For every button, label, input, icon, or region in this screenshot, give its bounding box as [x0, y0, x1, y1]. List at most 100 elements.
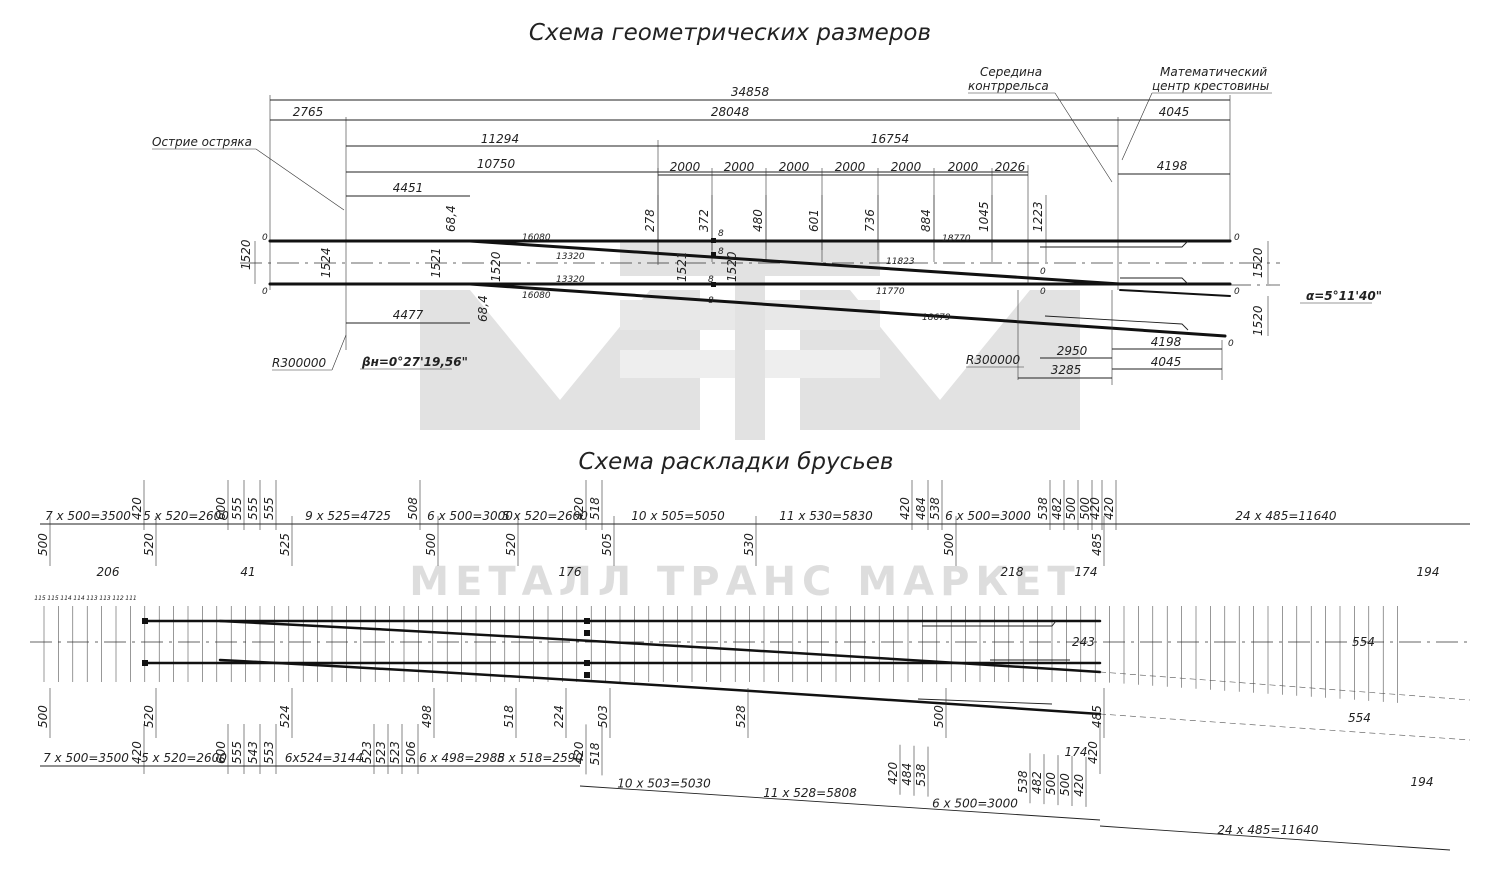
dim-2000: 2000 [724, 160, 755, 174]
group-dim-label: 6 x 500=3000 [945, 509, 1031, 523]
small-dim-label: 176 [559, 565, 582, 579]
single-dim-label: 420 [886, 762, 900, 785]
single-dim-label: 500 [1064, 497, 1078, 520]
dim-total: 34858 [731, 85, 770, 99]
single-dim-label: 500 [1044, 772, 1058, 795]
dim-3285: 3285 [1051, 363, 1082, 377]
single-dim-label: 523 [360, 741, 374, 764]
group-dim-label: 7 x 500=3500 [45, 509, 131, 523]
mark-243: 243 [1072, 635, 1095, 649]
single-dim-label: 543 [246, 741, 260, 764]
tie-number: 113 [86, 595, 98, 602]
single-dim-label: 500 [1078, 497, 1092, 520]
group-dim-label: 6x524=3144 [285, 751, 363, 765]
gauge-1520b: 1520 [725, 251, 739, 282]
zero-mark: 0 [1040, 267, 1046, 277]
group-dim-label: 5 x 520=2600 [143, 509, 229, 523]
single-dim-label: 420 [898, 497, 912, 520]
single-dim-label: 523 [374, 741, 388, 764]
single-dim-label: 506 [404, 741, 418, 764]
single-dim-label: 538 [928, 497, 942, 520]
single-dim-label: 500 [1058, 773, 1072, 796]
single-dim-label: 523 [388, 741, 402, 764]
rail-label: 18770 [942, 234, 971, 244]
gauge-offset-top: 68,4 [444, 205, 458, 232]
ordinate-label: 278 [643, 209, 657, 232]
single-dim-label: 485 [1090, 705, 1104, 728]
small-dim-label: 194 [1411, 775, 1434, 789]
single-dim-label: 555 [230, 497, 244, 520]
group-dim-label: 11 x 528=5808 [763, 786, 857, 800]
small-dim-label: 41 [240, 565, 255, 579]
callout-guard-mid-1: Середина [980, 65, 1042, 79]
single-dim-label: 500 [36, 533, 50, 556]
group-dim-label: 5 x 520=2600 [502, 509, 588, 523]
rail-label: 11770 [876, 287, 905, 297]
group-dim-label: 5 x 520=2600 [141, 751, 227, 765]
dim-4198-b: 4198 [1151, 335, 1182, 349]
rail-label: 16080 [522, 233, 551, 243]
single-dim-label: 420 [572, 741, 586, 764]
single-dim-label: 600 [214, 497, 228, 520]
radius-right: R300000 [966, 353, 1021, 367]
dim-seg-a: 11294 [481, 132, 519, 146]
dim-4045-b: 4045 [1151, 355, 1182, 369]
group-dim-label: 6 x 498=2988 [419, 751, 505, 765]
zero-mark: 0 [1234, 233, 1240, 243]
ordinate-label: 1045 [977, 201, 991, 232]
tie-number: 115 [34, 595, 46, 602]
dim-2000: 2026 [995, 160, 1026, 174]
single-dim-label: 520 [142, 533, 156, 556]
single-dim-label: 420 [1086, 741, 1100, 764]
single-dim-label: 600 [214, 741, 228, 764]
tie-grid [43, 606, 1398, 703]
eight-mark: 8 [708, 296, 714, 306]
single-dim-label: 500 [36, 705, 50, 728]
single-dim-label: 420 [130, 741, 144, 764]
dim-seg-c: 10750 [477, 157, 516, 171]
ordinate-label: 480 [751, 209, 765, 232]
single-dim-label: 538 [1036, 497, 1050, 520]
single-dim-label: 420 [130, 497, 144, 520]
single-dim-label: 520 [142, 705, 156, 728]
single-dim-label: 555 [230, 741, 244, 764]
radius-left: R300000 [272, 356, 327, 370]
gauge-1520a: 1520 [489, 251, 503, 282]
angle-beta: βн=0°27'19,56" [361, 355, 468, 369]
dim-2000: 2000 [779, 160, 810, 174]
single-dim-label: 518 [502, 705, 516, 728]
group-dim-label: 6 x 500=3000 [932, 797, 1018, 811]
single-dim-label: 553 [262, 741, 276, 764]
dim-2950: 2950 [1057, 344, 1088, 358]
group-dim-label: 10 x 503=5030 [617, 776, 711, 790]
dim-seg-b: 16754 [871, 132, 909, 146]
ordinate-label: 884 [919, 209, 933, 232]
rail-label: 11823 [886, 257, 915, 267]
mark-554-b: 554 [1348, 711, 1371, 725]
group-dim-label: 6 x 500=3000 [427, 509, 513, 523]
angle-alpha: α=5°11'40" [1306, 289, 1382, 303]
single-dim-label: 508 [406, 497, 420, 520]
dim-seg-e: 4451 [393, 181, 424, 195]
rail-label: 16080 [522, 291, 551, 301]
group-dim-label: 5 x 518=2590 [497, 751, 583, 765]
group-dim-label: 24 x 485=11640 [1217, 823, 1318, 837]
dim-seg-d: 4198 [1157, 159, 1188, 173]
zero-mark: 0 [262, 287, 268, 297]
single-dim-label: 485 [1090, 533, 1104, 556]
single-dim-label: 498 [420, 705, 434, 728]
small-dim-label: 218 [1001, 565, 1024, 579]
single-dim-label: 482 [1030, 771, 1044, 794]
tie-number: 111 [125, 595, 136, 602]
single-dim-label: 503 [596, 705, 610, 728]
dim-2000: 2000 [948, 160, 979, 174]
dim-main: 28048 [711, 105, 750, 119]
single-dim-label: 420 [1102, 497, 1116, 520]
single-dim-label: 484 [900, 763, 914, 786]
callout-guard-mid-2: контррельса [968, 79, 1049, 93]
